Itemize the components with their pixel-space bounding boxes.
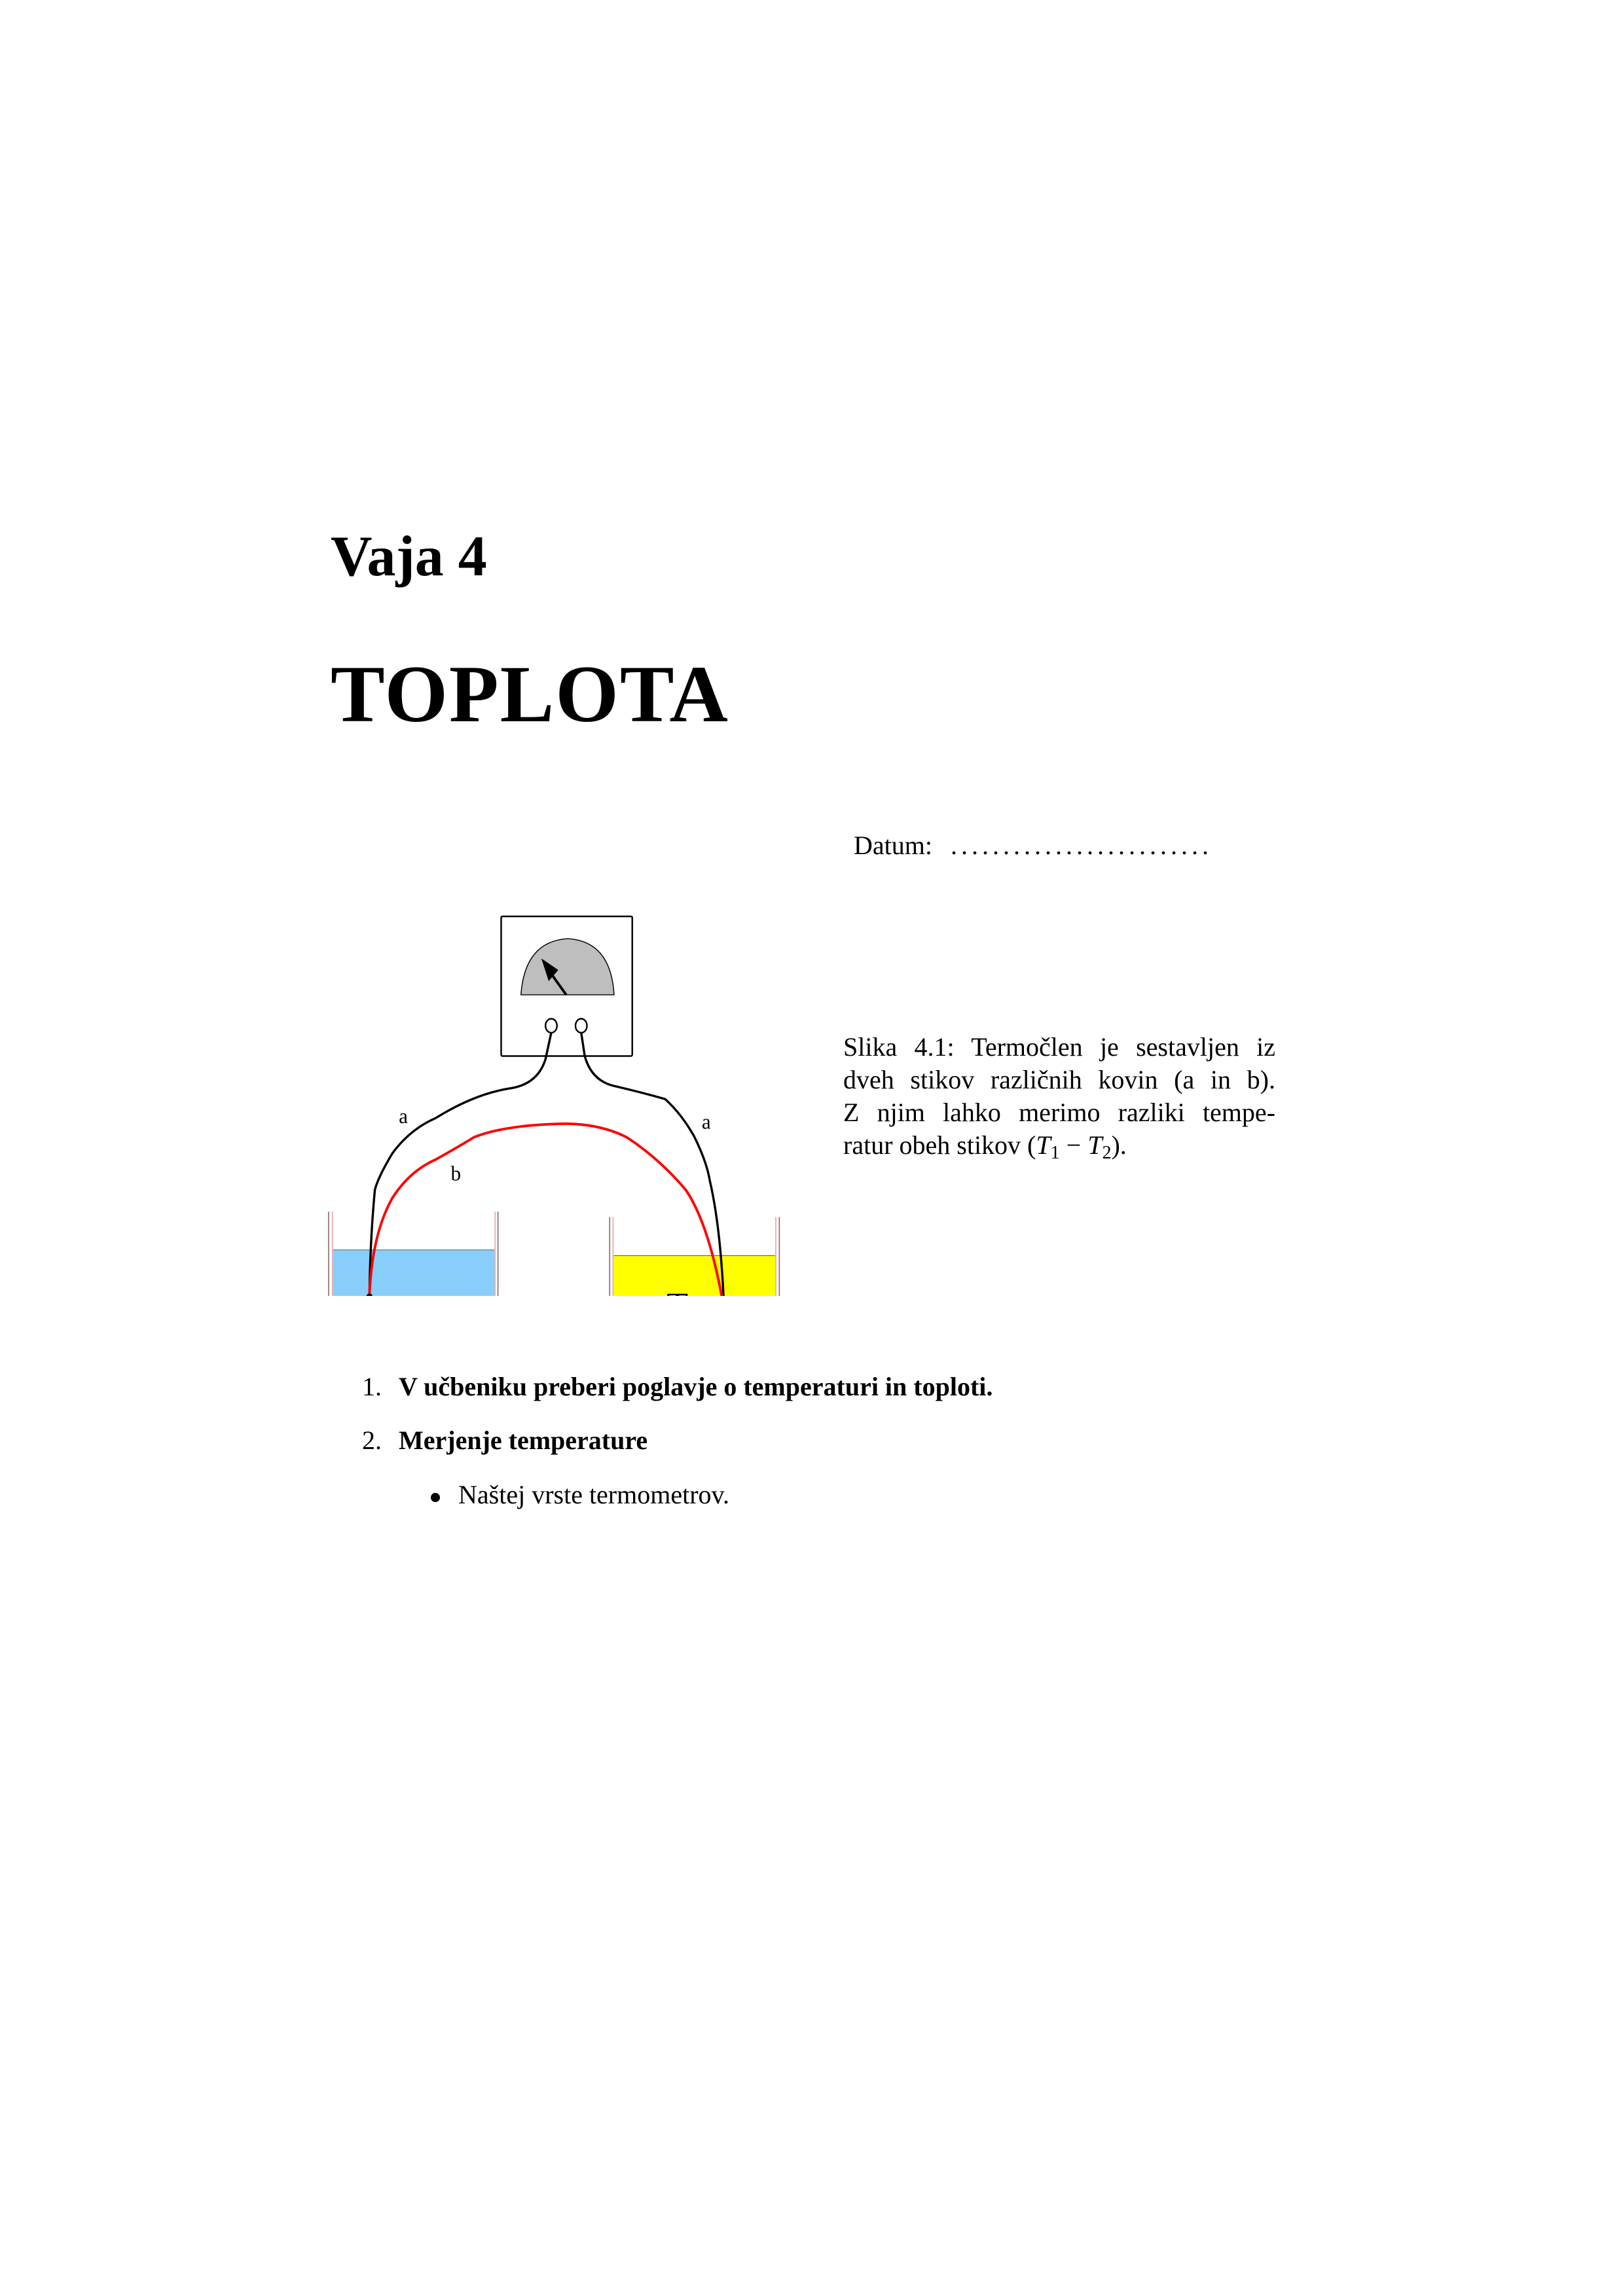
date-blank-line: .........................: [950, 831, 1213, 860]
wire-b-label: b: [451, 1162, 462, 1185]
wire-b: [368, 1122, 723, 1296]
figure-caption: Slika 4.1: Termočlen je sestavljen iz dv…: [843, 1031, 1275, 1162]
list-number: 2.: [362, 1426, 382, 1455]
gauge-dial: [520, 938, 615, 996]
bullet-icon: [431, 1492, 440, 1502]
cold-water: [332, 1249, 496, 1296]
junction-1: [366, 1293, 373, 1296]
chapter-heading: Vaja 4: [331, 525, 487, 588]
caption-line: dveh stikov različnih kovin (a in b).: [843, 1065, 1275, 1094]
wire-a-right-label: a: [702, 1111, 711, 1134]
wire-a-left: [368, 1032, 553, 1296]
bullet-item: Naštej vrste termometrov.: [431, 1479, 729, 1510]
caption-line: Z njim lahko merimo razliki tempe-: [843, 1098, 1275, 1127]
needle-arrowhead-icon: [541, 958, 558, 981]
list-item-text: Merjenje temperature: [399, 1426, 648, 1455]
bullet-text: Naštej vrste termometrov.: [458, 1480, 729, 1509]
date-field: Datum:.........................: [854, 830, 1213, 861]
terminal-right: [574, 1018, 588, 1034]
thermocouple-figure: a a b T1 T2: [327, 915, 780, 1296]
list-number: 1.: [362, 1372, 382, 1401]
wire-a-left-label: a: [399, 1105, 408, 1128]
hot-water: [613, 1255, 776, 1296]
caption-line: ratur obeh stikov (T1 − T2).: [843, 1130, 1127, 1163]
t1-label: T1: [388, 1289, 422, 1296]
list-item: 1. V učbeniku preberi poglavje o tempera…: [362, 1371, 993, 1402]
t2-label: T2: [666, 1285, 701, 1296]
page-title: TOPLOTA: [331, 649, 729, 739]
gauge-needle: [551, 974, 568, 996]
list-item-text: V učbeniku preberi poglavje o temperatur…: [399, 1372, 993, 1401]
list-item: 2. Merjenje temperature: [362, 1425, 647, 1456]
caption-line: Slika 4.1: Termočlen je sestavljen iz: [843, 1032, 1275, 1062]
wire-a-right: [580, 1032, 725, 1296]
date-label: Datum:: [854, 831, 932, 860]
terminal-left: [544, 1018, 558, 1034]
